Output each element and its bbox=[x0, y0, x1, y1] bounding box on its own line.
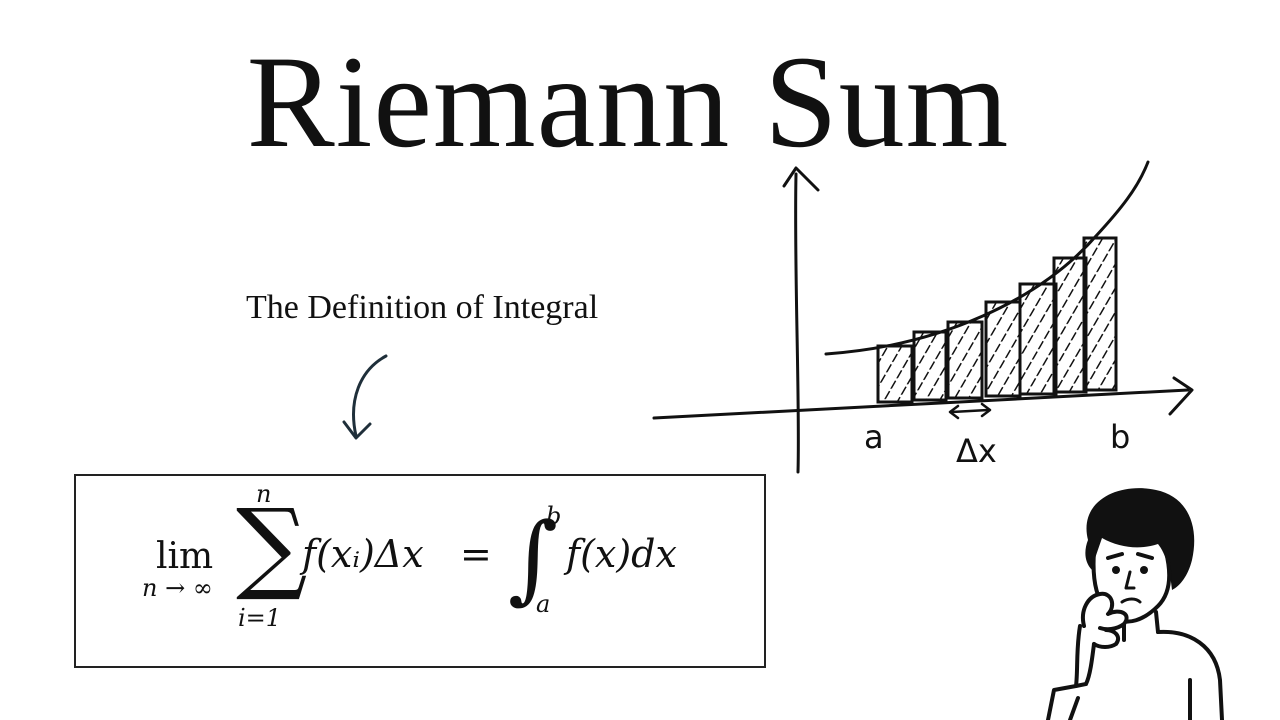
limit-label: lim bbox=[156, 536, 214, 577]
x-axis-arrowhead bbox=[1168, 376, 1194, 416]
sigma-symbol: ∑ bbox=[236, 487, 308, 604]
summand: f(xᵢ)Δx bbox=[302, 532, 424, 576]
rect-3 bbox=[946, 320, 984, 400]
formula-box: lim n → ∞ n ∑ i=1 f(xᵢ)Δx = ∫ b a f(x)dx bbox=[74, 474, 766, 668]
rect-1 bbox=[876, 344, 914, 404]
y-axis bbox=[794, 172, 800, 474]
curved-down-arrow-icon bbox=[342, 354, 388, 440]
integral-upper-bound: b bbox=[546, 502, 562, 530]
page-title: Riemann Sum bbox=[246, 28, 1010, 175]
limit-subscript: n → ∞ bbox=[142, 574, 213, 602]
label-a: a bbox=[864, 418, 884, 456]
integrand: f(x)dx bbox=[566, 532, 677, 576]
label-b: b bbox=[1110, 418, 1131, 456]
thinking-person-icon bbox=[1046, 488, 1224, 720]
rect-6 bbox=[1052, 256, 1088, 394]
x-axis bbox=[652, 388, 1190, 420]
rect-2 bbox=[912, 330, 948, 402]
label-delta-x: Δx bbox=[956, 432, 997, 470]
y-axis-arrowhead bbox=[782, 166, 820, 192]
sum-upper-bound: n bbox=[256, 480, 272, 508]
sum-lower-bound: i=1 bbox=[238, 604, 282, 632]
delta-x-arrow bbox=[948, 402, 992, 420]
rect-5 bbox=[1018, 282, 1058, 396]
integral-symbol: ∫ bbox=[508, 502, 559, 614]
equals-sign: = bbox=[460, 532, 492, 576]
rect-4 bbox=[984, 300, 1022, 398]
integral-lower-bound: a bbox=[536, 590, 551, 618]
subtitle: The Definition of Integral bbox=[246, 289, 599, 326]
rect-7 bbox=[1082, 236, 1118, 392]
function-curve bbox=[824, 160, 1150, 356]
riemann-rectangles bbox=[876, 236, 1118, 404]
riemann-sum-graph bbox=[652, 160, 1194, 474]
